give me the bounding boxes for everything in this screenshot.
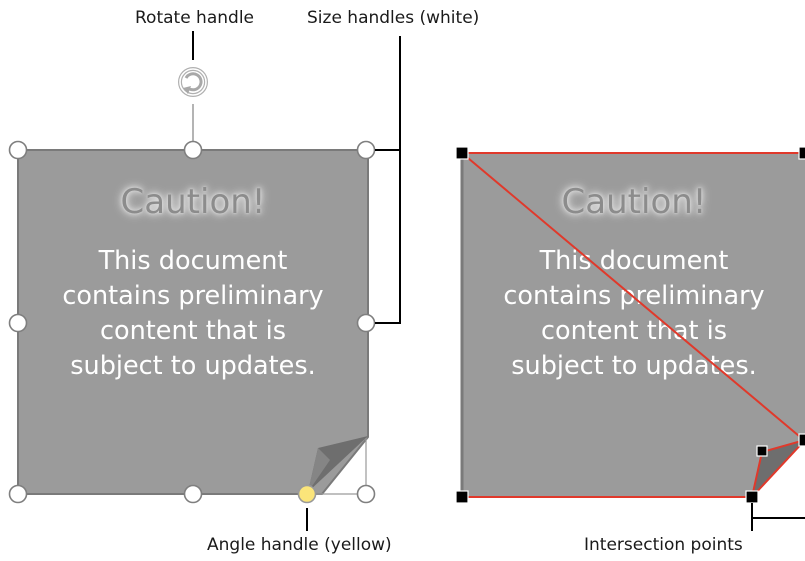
left-shape-group (8, 31, 401, 531)
size-handles-bracket (375, 149, 401, 324)
rotate-handle-label: Rotate handle (135, 8, 254, 28)
angle-handle[interactable] (297, 484, 317, 504)
intersection-point-right[interactable] (798, 433, 805, 447)
red-outline (461, 152, 805, 498)
size-handle-top-right[interactable] (356, 140, 376, 160)
right-note-title: Caution! (561, 182, 707, 222)
size-handle-middle-left[interactable] (8, 313, 28, 333)
right-note-line-2: contains preliminary (503, 281, 765, 311)
right-note-line-3: content that is (541, 316, 727, 346)
left-note-line-4: subject to updates. (70, 351, 316, 381)
left-folded-corner (308, 436, 368, 492)
left-note-line-1: This document (98, 246, 288, 276)
left-note-line-2: contains preliminary (62, 281, 324, 311)
edit-point-bottom-left[interactable] (455, 490, 469, 504)
edit-point-fold[interactable] (756, 445, 768, 457)
angle-handle-label: Angle handle (yellow) (207, 535, 392, 555)
left-folded-corner-shade (308, 448, 330, 492)
size-handle-bottom-right[interactable] (356, 484, 376, 504)
red-diagonal (461, 152, 805, 442)
right-note-body (462, 153, 805, 497)
left-note-body (17, 149, 369, 495)
edit-points (455, 146, 805, 504)
size-handle-top-center[interactable] (183, 140, 203, 160)
left-note-line-3: content that is (100, 316, 286, 346)
rotate-icon[interactable] (178, 67, 208, 97)
intersection-points-label: Intersection points (584, 535, 743, 555)
right-note-line-1: This document (539, 246, 729, 276)
size-handle-middle-right[interactable] (356, 313, 376, 333)
left-note-text: Caution! This document contains prelimin… (18, 182, 368, 384)
edit-point-top-right[interactable] (798, 146, 805, 160)
size-handle-bottom-center[interactable] (183, 484, 203, 504)
size-handles (8, 140, 376, 504)
size-handles-label: Size handles (white) (307, 8, 480, 28)
size-handle-top-left[interactable] (8, 140, 28, 160)
intersection-point-bottom[interactable] (745, 490, 759, 504)
left-note-title: Caution! (120, 182, 266, 222)
size-handle-bottom-left[interactable] (8, 484, 28, 504)
edit-point-top-left[interactable] (455, 146, 469, 160)
